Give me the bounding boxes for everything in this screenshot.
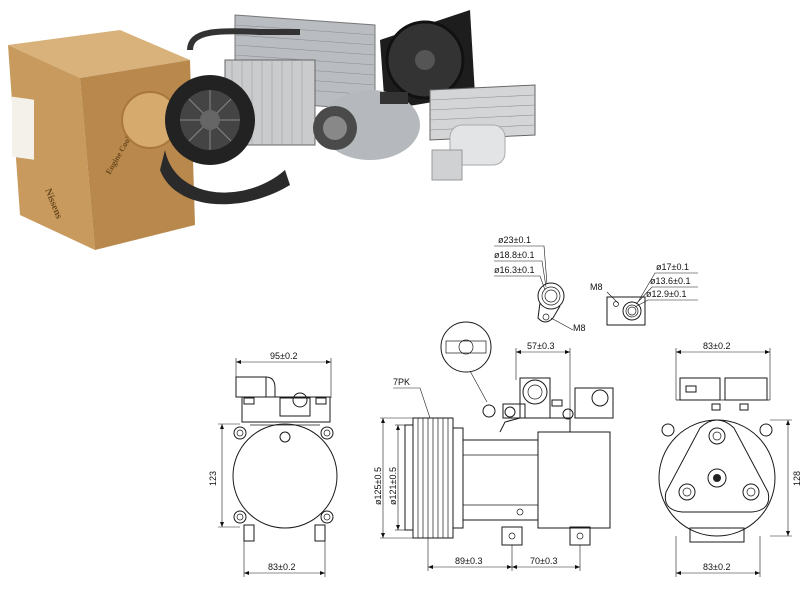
blower-motor-image bbox=[160, 75, 290, 205]
side-view: 57±0.3 7PK ø125±0.5 ø121±0.5 89±0.3 70±0… bbox=[373, 321, 614, 571]
packaging-box: Nissens Engine Cooling & Climate bbox=[8, 30, 195, 250]
fitting-right-d3-label: ø12.9±0.1 bbox=[646, 289, 686, 299]
side-view-bottom-right-label: 70±0.3 bbox=[530, 556, 557, 566]
right-view-bottom-width-label: 83±0.2 bbox=[703, 562, 730, 572]
fitting-right-bolt-label: M8 bbox=[590, 282, 603, 292]
compressor-image bbox=[313, 90, 420, 160]
rear-view-right: 83±0.2 128 83±0.2 bbox=[658, 341, 802, 577]
fitting-left-d2-label: ø18.8±0.1 bbox=[494, 250, 534, 260]
product-photo-collage: Nissens Engine Cooling & Climate bbox=[8, 10, 536, 250]
side-view-pulley-outer-label: ø125±0.5 bbox=[373, 467, 383, 505]
side-view-pulley-inner-label: ø121±0.5 bbox=[388, 467, 398, 505]
fitting-left-bolt-label: M8 bbox=[573, 323, 586, 333]
fitting-right-d2-label: ø13.6±0.1 bbox=[650, 276, 690, 286]
receiver-drier-image bbox=[431, 124, 506, 181]
right-view-top-width-label: 83±0.2 bbox=[703, 341, 730, 351]
side-view-top-width-label: 57±0.3 bbox=[527, 341, 554, 351]
fitting-left-d1-label: ø23±0.1 bbox=[498, 235, 531, 245]
left-view-bottom-width-label: 83±0.2 bbox=[268, 562, 295, 572]
right-view-height-label: 128 bbox=[792, 471, 802, 486]
fitting-detail-left: ø23±0.1 ø18.8±0.1 ø16.3±0.1 M8 bbox=[494, 235, 586, 333]
side-view-belt-label: 7PK bbox=[393, 377, 410, 387]
fitting-right-d1-label: ø17±0.1 bbox=[656, 262, 689, 272]
cooling-fan-image bbox=[380, 10, 475, 110]
fitting-left-d3-label: ø16.3±0.1 bbox=[494, 265, 534, 275]
fitting-detail-right: M8 ø17±0.1 ø13.6±0.1 ø12.9±0.1 bbox=[590, 262, 698, 326]
left-view-height-label: 123 bbox=[208, 471, 218, 486]
side-view-bottom-left-label: 89±0.3 bbox=[455, 556, 482, 566]
left-view-top-width-label: 95±0.2 bbox=[270, 351, 297, 361]
front-view-left: 95±0.2 123 83±0.2 bbox=[208, 351, 338, 577]
